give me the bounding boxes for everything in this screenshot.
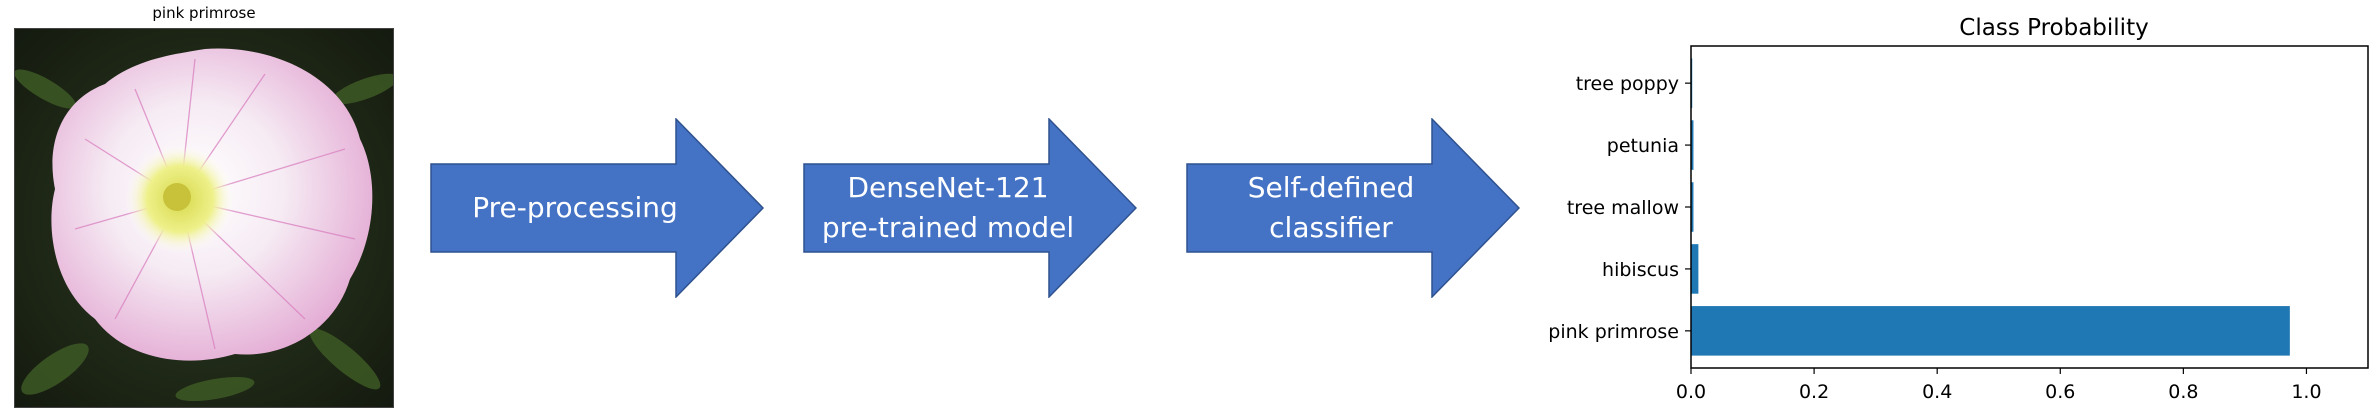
y-tick-label: hibiscus bbox=[1602, 259, 1679, 281]
x-tick-label: 0.2 bbox=[1799, 381, 1829, 403]
class-probability-chart: Class Probability pink primrose hibiscus t… bbox=[1548, 15, 2369, 403]
bar-pink-primrose bbox=[1691, 306, 2290, 356]
preprocessing-arrow: Pre-processing bbox=[430, 118, 764, 298]
flower-image bbox=[14, 28, 394, 408]
chart-title: Class Probability bbox=[1959, 15, 2148, 41]
x-tick-label: 1.0 bbox=[2291, 381, 2321, 403]
bar-tree-mallow bbox=[1691, 182, 1694, 232]
y-tick-label: petunia bbox=[1607, 135, 1679, 157]
y-tick-label: tree mallow bbox=[1567, 197, 1679, 219]
x-tick-label: 0.6 bbox=[2045, 381, 2075, 403]
densenet-label: DenseNet-121 pre-trained model bbox=[821, 171, 1075, 244]
densenet-arrow: DenseNet-121 pre-trained model bbox=[803, 118, 1137, 298]
x-tick-label: 0.4 bbox=[1922, 381, 1952, 403]
image-title: pink primrose bbox=[152, 4, 256, 22]
classifier-arrow: Self-defined classifier bbox=[1186, 118, 1520, 298]
bar-petunia bbox=[1691, 120, 1694, 170]
plot-frame bbox=[1690, 45, 2369, 369]
x-tick-label: 0.0 bbox=[1676, 381, 1706, 403]
x-tick-label: 0.8 bbox=[2168, 381, 2198, 403]
preprocessing-label: Pre-processing bbox=[472, 191, 678, 224]
bar-hibiscus bbox=[1691, 244, 1699, 294]
y-tick-label: pink primrose bbox=[1548, 321, 1679, 343]
classifier-label: Self-defined classifier bbox=[1247, 171, 1415, 244]
y-tick-label: tree poppy bbox=[1576, 73, 1679, 95]
